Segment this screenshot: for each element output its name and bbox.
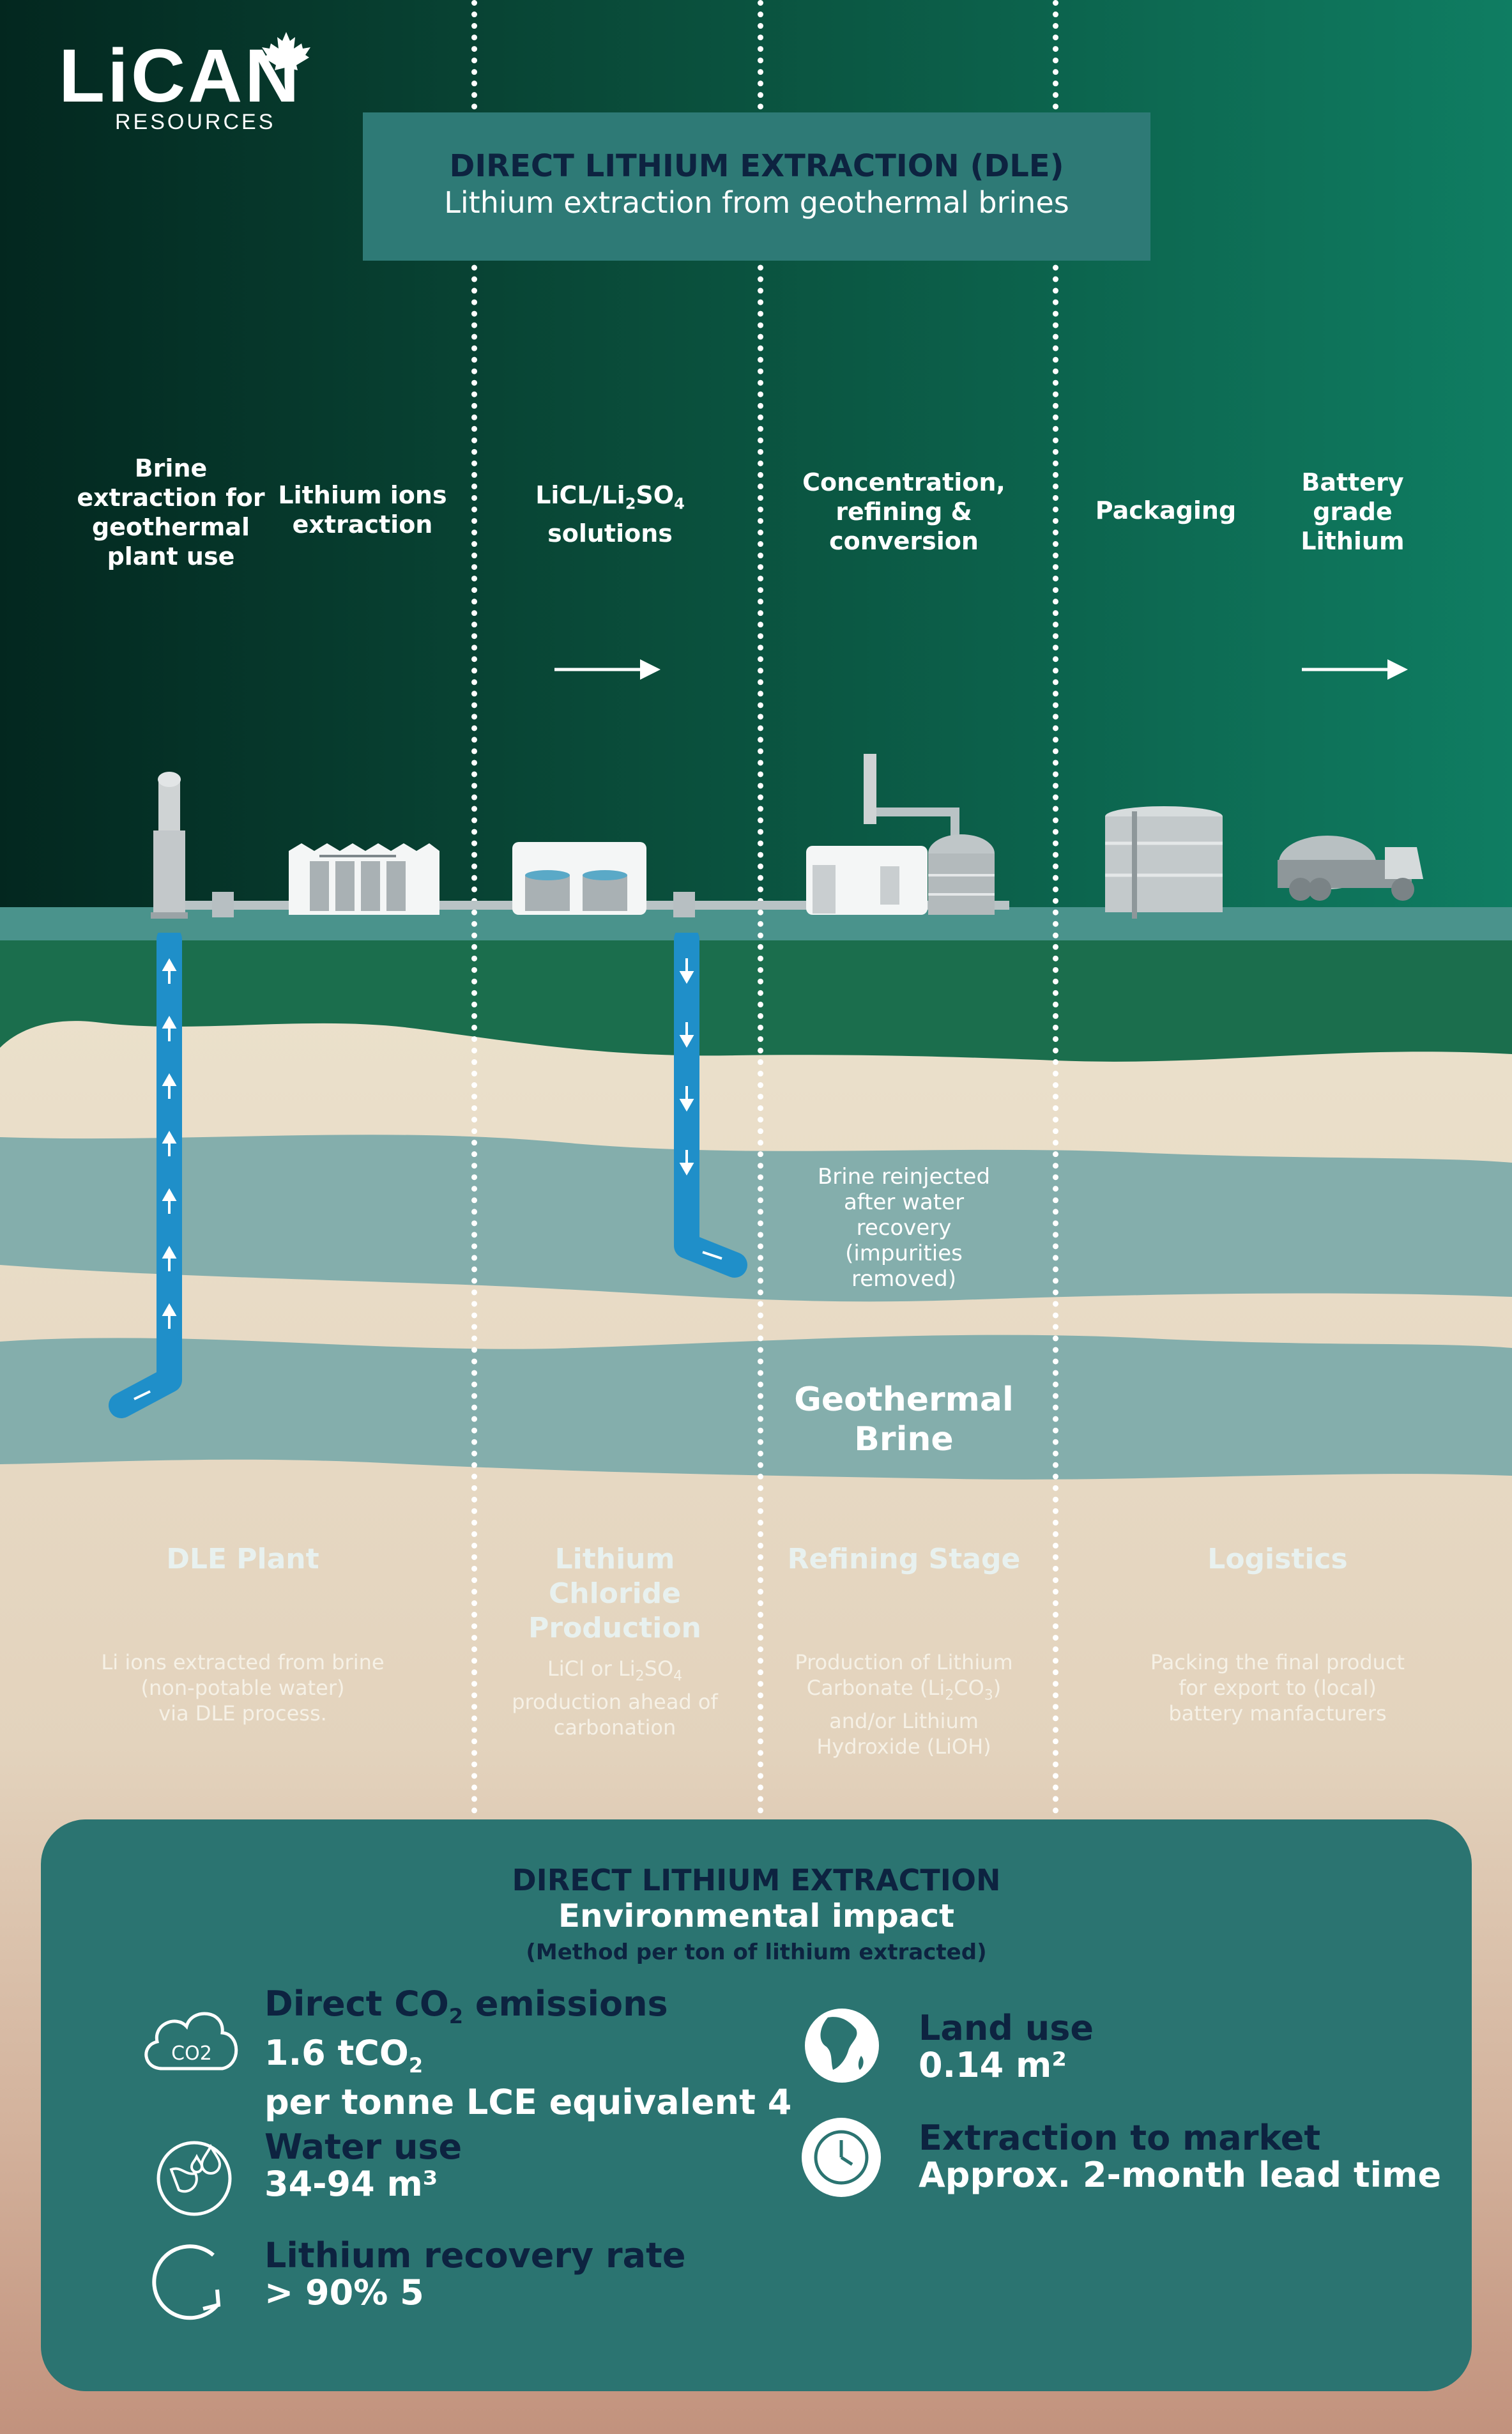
metric-recovery: Lithium recovery rate > 90% 5 bbox=[264, 2237, 750, 2311]
stage-label-solutions: LiCL/Li2SO4 solutions bbox=[535, 481, 685, 547]
metric-value: 34-94 m³ bbox=[264, 2164, 438, 2204]
column-desc-refining: Production of Lithium Carbonate (Li2CO3)… bbox=[795, 1650, 1013, 1759]
metric-label: Water use bbox=[264, 2127, 462, 2167]
metric-land: Land use 0.14 m² bbox=[919, 2010, 1442, 2084]
column-desc-dle-plant: Li ions extracted from brine (non-potabl… bbox=[101, 1650, 385, 1726]
column-desc-lithium-chloride: LiCl or Li2SO4 production ahead of carbo… bbox=[512, 1657, 718, 1740]
clock-icon bbox=[802, 2118, 881, 2197]
recycle-arrow-icon bbox=[152, 2244, 221, 2320]
metric-label: Extraction to market bbox=[919, 2118, 1321, 2158]
column-desc-logistics: Packing the final product for export to … bbox=[1150, 1650, 1405, 1726]
co2-cloud-icon: CO2 bbox=[144, 2012, 238, 2070]
ground-surface bbox=[0, 907, 1512, 940]
column-title-lithium-chloride: Lithium Chloride Production bbox=[528, 1543, 701, 1644]
geothermal-brine-label: Geothermal Brine bbox=[794, 1381, 1014, 1458]
impact-note: (Method per ton of lithium extracted) bbox=[526, 1940, 987, 1965]
stage-label-concentration: Concentration, refining & conversion bbox=[802, 468, 1005, 555]
column-title-logistics: Logistics bbox=[1207, 1543, 1348, 1575]
metric-label: Lithium recovery rate bbox=[264, 2235, 686, 2276]
metric-label: Land use bbox=[919, 2008, 1094, 2048]
stage-label-battery: Battery grade Lithium bbox=[1301, 468, 1405, 555]
right-arrow-icon bbox=[554, 659, 661, 680]
stage-label-ions: Lithium ions extraction bbox=[278, 481, 447, 539]
impact-subtitle: Environmental impact bbox=[558, 1897, 955, 1934]
logo: LiCAN bbox=[59, 34, 302, 118]
header-title: DIRECT LITHIUM EXTRACTION (DLE) bbox=[449, 148, 1064, 184]
water-globe-icon bbox=[157, 2141, 232, 2216]
metric-water: Water use 34-94 m³ bbox=[264, 2129, 750, 2203]
metric-value: 1.6 tCO2 bbox=[264, 2032, 424, 2078]
facilities-illustration bbox=[151, 754, 1423, 919]
divider-line bbox=[1053, 0, 1058, 1814]
stage-label-packaging: Packaging bbox=[1095, 496, 1237, 524]
metric-value-extra: per tonne LCE equivalent 4 bbox=[264, 2081, 792, 2122]
right-arrow-icon bbox=[1302, 659, 1408, 680]
metric-label: Direct CO2 emissions bbox=[264, 1984, 668, 2028]
header-subtitle: Lithium extraction from geothermal brine… bbox=[444, 185, 1069, 220]
brine-pipes bbox=[109, 933, 747, 1418]
maple-leaf-icon bbox=[262, 32, 310, 75]
header-box bbox=[363, 112, 1150, 261]
metric-value: > 90% 5 bbox=[264, 2272, 424, 2313]
impact-title: DIRECT LITHIUM EXTRACTION bbox=[512, 1863, 1001, 1897]
column-title-dle-plant: DLE Plant bbox=[166, 1543, 319, 1575]
metric-value: Approx. 2-month lead time bbox=[919, 2155, 1442, 2195]
metric-co2: Direct CO2 emissions 1.6 tCO2 per tonne … bbox=[264, 1986, 801, 2121]
reinjected-label: Brine reinjected after water recovery (i… bbox=[817, 1164, 991, 1292]
impact-panel bbox=[41, 1819, 1472, 2391]
stage-label-brine: Brine extraction for geothermal plant us… bbox=[77, 454, 265, 570]
metric-market: Extraction to market Approx. 2-month lea… bbox=[919, 2120, 1468, 2194]
globe-africa-icon bbox=[805, 2009, 879, 2083]
column-title-refining: Refining Stage bbox=[787, 1543, 1021, 1575]
metric-value: 0.14 m² bbox=[919, 2045, 1067, 2085]
logo-subtitle: RESOURCES bbox=[115, 110, 276, 134]
svg-text:CO2: CO2 bbox=[171, 2042, 212, 2065]
